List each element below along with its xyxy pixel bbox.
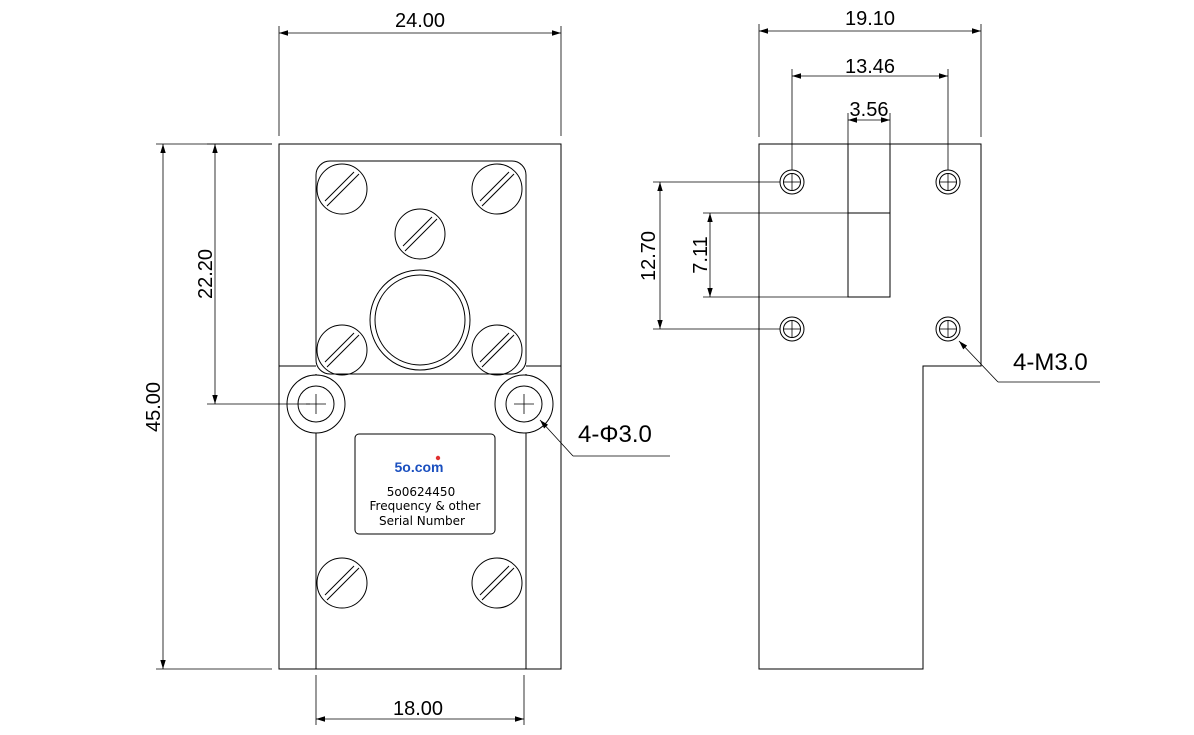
callout-holes: 4-Φ3.0 [539,419,670,457]
screw-icon [394,208,446,260]
dim-text-side-hole-spacing-v: 12.70 [638,231,660,281]
front-body-outline [278,143,562,670]
front-view: 5o.com 5o0624450 Frequency & other Seria… [143,10,670,725]
front-flange-outline [315,160,527,375]
dimension-overall-height: 45.00 [143,143,272,670]
label-line-frequency: Frequency & other [370,499,481,513]
center-port [369,269,471,371]
dim-text-hole-height: 22.20 [195,249,217,299]
dim-text-side-hole-spacing-h: 13.46 [845,56,895,78]
dimension-hole-height: 22.20 [195,143,310,405]
screw-icon [471,557,523,609]
threaded-hole-icon [779,169,805,195]
dim-text-side-width: 19.10 [845,8,895,30]
threaded-hole-icon [779,316,805,342]
side-body-outline [758,143,982,670]
dim-text-port-height: 7.11 [690,236,712,273]
dimension-side-hole-spacing-h: 13.46 [791,56,949,170]
dimension-hole-spacing: 18.00 [315,675,525,725]
label-part-number: 5o0624450 [387,485,455,499]
callout-threads: 4-M3.0 [958,340,1100,383]
screw-icon [471,163,523,215]
dim-text-overall-height: 45.00 [143,382,165,432]
screw-icon [316,163,368,215]
dim-text-port-width: 3.56 [850,99,889,121]
screw-icon [316,557,368,609]
threaded-hole-icon [935,169,961,195]
dimension-side-hole-spacing-v: 12.70 [638,181,780,330]
dim-text-hole-spacing: 18.00 [393,698,443,720]
dimension-overall-width: 24.00 [278,10,562,136]
label-plate: 5o.com 5o0624450 Frequency & other Seria… [354,433,496,535]
brand-dot-icon [435,455,441,461]
side-view: 19.10 13.46 3.56 12.70 7.11 [638,8,1100,670]
dimension-port-width: 3.56 [847,99,891,144]
dimension-side-width: 19.10 [758,8,982,137]
mounting-hole-icon [494,374,554,434]
dim-text-overall-width: 24.00 [395,10,445,32]
dimension-port-height: 7.11 [690,212,848,298]
threaded-hole-icon [935,316,961,342]
screw-icon [316,324,368,376]
brand-logo: 5o.com [394,459,443,475]
callout-text-threads: 4-M3.0 [1013,349,1088,376]
callout-text-holes: 4-Φ3.0 [578,421,652,448]
label-line-serial: Serial Number [379,514,465,528]
screw-icon [471,324,523,376]
port-rectangle [847,212,891,298]
